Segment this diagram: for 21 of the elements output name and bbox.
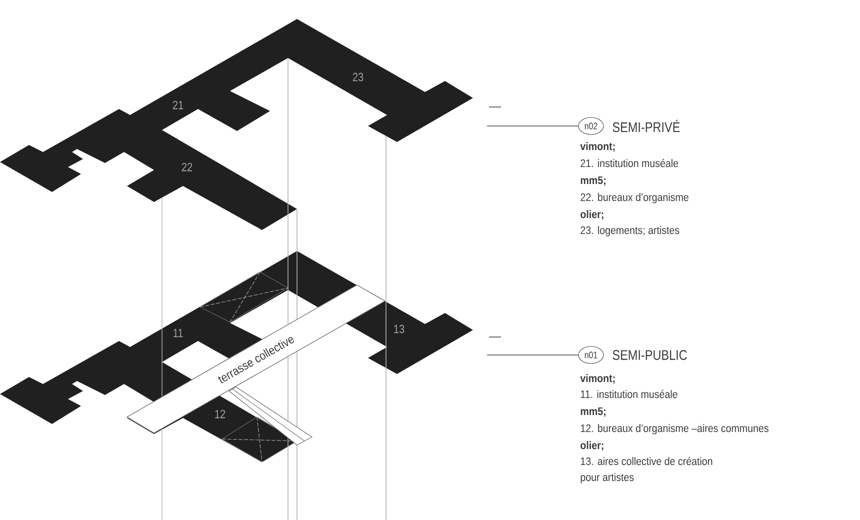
room-number: 12 (215, 410, 226, 418)
legend-text: 12. bureaux d’organisme –aires communes (580, 424, 768, 434)
section-heading: SEMI-PUBLIC (612, 350, 687, 360)
room-number: 23 (352, 72, 364, 82)
section-heading: SEMI-PRIVÉ (612, 120, 680, 132)
legend-text: 21. institution muséale (580, 158, 678, 168)
legend-text: vimont; (580, 374, 615, 384)
legend-text: mm5; (580, 407, 606, 417)
legend-text: 22. bureaux d’organisme (580, 193, 688, 204)
legend-text: 11. institution muséale (580, 390, 678, 398)
legend-text: mm5; (580, 176, 606, 186)
room-number: 21 (172, 100, 184, 110)
leader-line (486, 354, 579, 356)
room-number: 22 (182, 162, 192, 172)
legend-text: 13. aires collective de création pour artistes (580, 456, 712, 484)
legend-text: olier; (580, 441, 604, 451)
legend-text: vimont; (580, 142, 615, 152)
legend-text: olier; (580, 210, 604, 220)
legend-text: 23. logements; artistes (580, 226, 680, 236)
room-number: 13 (394, 324, 404, 334)
room-number: 11 (174, 328, 183, 338)
